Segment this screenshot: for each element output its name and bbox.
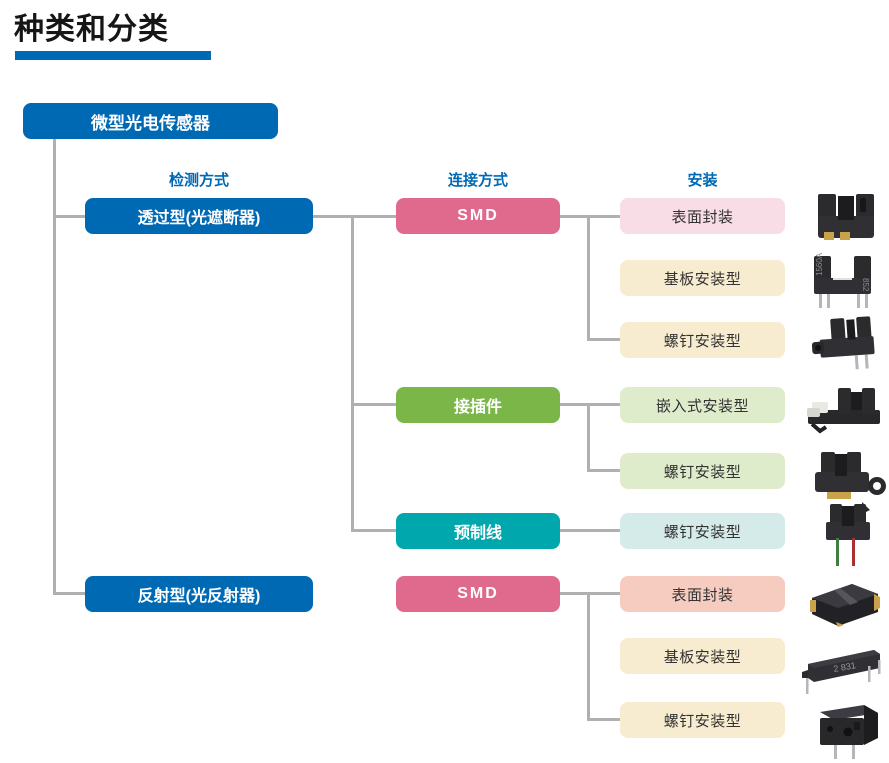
page-title: 种类和分类	[14, 13, 169, 46]
svg-text:1560A: 1560A	[815, 252, 824, 276]
connector-to-reflective	[53, 592, 85, 595]
connector-connector-to-snapin	[560, 403, 620, 406]
node-screw-mount-1: 螺钉安装型	[620, 322, 785, 358]
screw-mount-prewired-sensor-photo	[808, 500, 884, 568]
node-smd-reflective: SMD	[396, 576, 560, 612]
connector-to-through-beam	[53, 215, 85, 218]
pcb-mount-reflective-sensor-photo: 2 831	[798, 638, 889, 698]
connector-smd1-vertical	[587, 215, 590, 341]
screw-mount-slot-sensor-photo	[806, 316, 884, 374]
connector-to-prewired-node	[351, 529, 396, 532]
svg-text:852: 852	[861, 278, 870, 292]
column-header-connection-method: 连接方式	[447, 172, 508, 189]
connector-connector-to-screw	[587, 469, 620, 472]
svg-text:2 831: 2 831	[833, 660, 857, 674]
screw-mount-connector-sensor-photo	[803, 448, 889, 504]
connector-smd1-to-screw	[587, 338, 620, 341]
node-pcb-mount-1: 基板安装型	[620, 260, 785, 296]
connector-connector-vertical	[587, 403, 590, 472]
node-reflective-type: 反射型(光反射器)	[85, 576, 313, 612]
connector-to-connector-node	[351, 403, 396, 406]
node-through-beam-type: 透过型(光遮断器)	[85, 198, 313, 234]
smd-reflective-chip-photo	[802, 576, 886, 630]
connector-smd2-vertical	[587, 592, 590, 721]
node-snap-in-mount: 嵌入式安装型	[620, 387, 785, 423]
connector-smd2-to-surface	[560, 592, 620, 595]
node-surface-mount-1: 表面封装	[620, 198, 785, 234]
connector-smd2-to-screw	[587, 718, 620, 721]
node-smd-through-beam: SMD	[396, 198, 560, 234]
node-screw-mount-3: 螺钉安装型	[620, 513, 785, 549]
title-underline-bar	[15, 51, 211, 60]
node-screw-mount-4: 螺钉安装型	[620, 702, 785, 738]
node-pcb-mount-2: 基板安装型	[620, 638, 785, 674]
screw-mount-reflective-sensor-photo	[802, 698, 888, 762]
root-node-micro-photoelectric-sensor: 微型光电传感器	[23, 103, 278, 139]
surface-mount-slot-sensor-photo	[808, 188, 884, 246]
node-surface-mount-2: 表面封装	[620, 576, 785, 612]
column-header-mounting: 安装	[687, 172, 718, 189]
connector-through-beam-to-smd	[313, 215, 396, 218]
connector-smd1-to-surface	[560, 215, 620, 218]
connector-root-vertical	[53, 139, 56, 595]
pcb-mount-slot-sensor-photo: 1560A 852	[802, 252, 886, 310]
snap-in-connector-sensor-photo	[798, 382, 888, 436]
column-header-detection-method: 检测方式	[168, 172, 229, 189]
node-prewired: 预制线	[396, 513, 560, 549]
node-screw-mount-2: 螺钉安装型	[620, 453, 785, 489]
connector-connection-vertical	[351, 215, 354, 532]
connector-prewired-to-screw	[560, 529, 620, 532]
node-connector: 接插件	[396, 387, 560, 423]
